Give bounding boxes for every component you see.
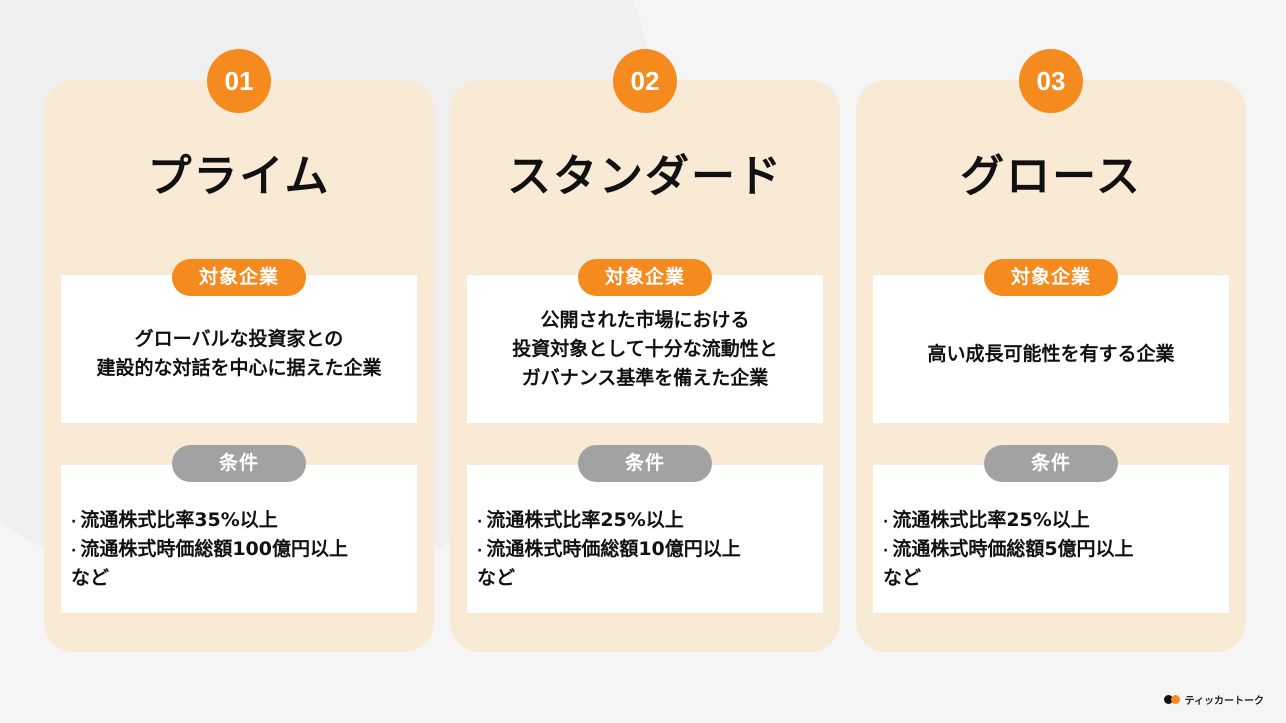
card-prime: 01 プライム グローバルな投資家との 建設的な対話を中心に据えた企業 対象企業…	[44, 49, 434, 652]
target-box: グローバルな投資家との 建設的な対話を中心に据えた企業	[61, 275, 417, 423]
bullet-icon: ·	[883, 514, 889, 530]
target-box: 高い成長可能性を有する企業	[873, 275, 1229, 423]
condition-suffix: など	[477, 567, 516, 589]
condition-item: ·流通株式時価総額10億円以上	[477, 538, 741, 560]
condition-item: ·流通株式比率35%以上	[71, 509, 278, 531]
condition-item: ·流通株式比率25%以上	[477, 509, 684, 531]
condition-label-pill: 条件	[578, 445, 712, 482]
card-standard: 02 スタンダード 公開された市場における 投資対象として十分な流動性と ガバナ…	[450, 49, 840, 652]
logo-circle-black-icon	[1163, 695, 1173, 704]
bullet-icon: ·	[477, 543, 483, 559]
condition-item: ·流通株式比率25%以上	[883, 509, 1090, 531]
condition-list: ·流通株式比率35%以上 ·流通株式時価総額100億円以上 など	[71, 507, 409, 592]
condition-item: ·流通株式時価総額5億円以上	[883, 538, 1134, 560]
condition-label-pill: 条件	[172, 445, 306, 482]
condition-label-pill: 条件	[984, 445, 1118, 482]
condition-list: ·流通株式比率25%以上 ·流通株式時価総額10億円以上 など	[477, 507, 815, 592]
condition-box: ·流通株式比率25%以上 ·流通株式時価総額5億円以上 など	[873, 465, 1229, 613]
card-title: グロース	[960, 151, 1142, 202]
condition-suffix: など	[883, 567, 922, 589]
condition-list: ·流通株式比率25%以上 ·流通株式時価総額5億円以上 など	[883, 507, 1221, 592]
condition-suffix: など	[71, 567, 110, 589]
target-label-pill: 対象企業	[984, 259, 1118, 296]
condition-box: ·流通株式比率35%以上 ·流通株式時価総額100億円以上 など	[61, 465, 417, 613]
condition-box: ·流通株式比率25%以上 ·流通株式時価総額10億円以上 など	[467, 465, 823, 613]
logo-circle-orange-icon	[1170, 695, 1180, 704]
card-growth: 03 グロース 高い成長可能性を有する企業 対象企業 ·流通株式比率25%以上 …	[856, 49, 1246, 652]
brand-name: ティッカートーク	[1184, 696, 1264, 707]
card-number-badge: 01	[207, 49, 271, 113]
target-description: 高い成長可能性を有する企業	[927, 342, 1175, 365]
bullet-icon: ·	[71, 514, 77, 530]
condition-item: ·流通株式時価総額100億円以上	[71, 538, 348, 560]
card-number-badge: 02	[613, 49, 677, 113]
target-label-pill: 対象企業	[578, 259, 712, 296]
target-box: 公開された市場における 投資対象として十分な流動性と ガバナンス基準を備えた企業	[467, 275, 823, 423]
bullet-icon: ·	[71, 543, 77, 559]
target-description: グローバルな投資家との 建設的な対話を中心に据えた企業	[96, 328, 382, 379]
bullet-icon: ·	[477, 514, 483, 530]
card-title: スタンダード	[507, 151, 783, 202]
bullet-icon: ·	[883, 543, 889, 559]
brand-logo: ティッカートーク	[1163, 692, 1264, 707]
target-label-pill: 対象企業	[172, 259, 306, 296]
target-description: 公開された市場における 投資対象として十分な流動性と ガバナンス基準を備えた企業	[512, 308, 778, 389]
card-number-badge: 03	[1019, 49, 1083, 113]
card-title: プライム	[147, 151, 331, 202]
